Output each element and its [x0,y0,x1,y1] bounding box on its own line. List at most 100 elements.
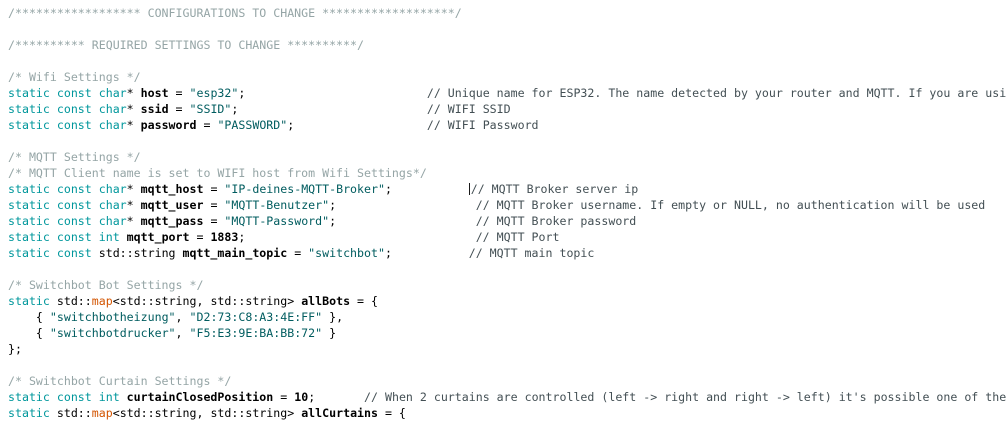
code-text: std:: [49,294,92,308]
keyword: static const char [8,214,127,228]
line-comment: // MQTT Broker password [475,214,637,228]
code-text: = [203,214,225,228]
code-line: /* Switchbot Curtain Settings */ [8,373,1007,389]
code-text: ; [287,118,295,132]
string-literal: "PASSWORD" [217,118,288,132]
code-line: static const char* password = "PASSWORD"… [8,117,1007,133]
spacing [336,214,476,228]
spacing [8,326,36,340]
code-text: = [168,102,190,116]
line-comment: // MQTT Port [475,230,560,244]
identifier: allCurtains [301,406,378,420]
code-text: * [126,182,141,196]
code-text: ; [238,86,246,100]
string-literal: "MQTT-Password" [224,214,330,228]
identifier: ssid [140,102,169,116]
line-comment: // MQTT Broker username. If empty or NUL… [475,198,986,212]
code-text: std::string [91,246,183,260]
code-line: static const char* mqtt_host = "IP-deine… [8,181,1007,197]
code-text: , [175,326,190,340]
code-text: = { [350,294,378,308]
code-text: { [35,326,50,340]
string-literal: "D2:73:C8:A3:4E:FF" [189,310,323,324]
spacing [245,230,475,244]
code-line: /* MQTT Settings */ [8,149,1007,165]
keyword: static const char [8,198,127,212]
identifier: curtainClosedPosition [126,390,274,404]
code-text: * [126,118,141,132]
code-text: std:: [49,406,92,420]
identifier: mqtt_port [126,230,190,244]
keyword: static const char [8,118,127,132]
string-literal: "MQTT-Benutzer" [224,198,330,212]
code-text: * [126,198,141,212]
code-text: ; [384,246,392,260]
block-comment: /****************** CONFIGURATIONS TO CH… [8,6,462,20]
line-comment: // Unique name for ESP32. The name detec… [426,86,1007,100]
code-line: static const char* ssid = "SSID"; // WIF… [8,101,1007,117]
identifier: password [140,118,197,132]
identifier: mqtt_main_topic [182,246,288,260]
spacing [245,86,426,100]
string-literal: "esp32" [189,86,239,100]
string-literal: "switchbotdrucker" [49,326,176,340]
code-line: static const char* mqtt_pass = "MQTT-Pas… [8,213,1007,229]
code-line [8,21,1007,37]
block-comment: /* MQTT Settings */ [8,150,141,164]
identifier: allBots [301,294,351,308]
line-comment: // MQTT Broker server ip [470,182,639,196]
code-line [8,357,1007,373]
line-comment: // MQTT main topic [468,246,595,260]
code-text: = [196,118,218,132]
block-comment: /********** REQUIRED SETTINGS TO CHANGE … [8,38,364,52]
string-literal: "switchbotheizung" [49,310,176,324]
code-line: static std::map<std::string, std::string… [8,293,1007,309]
code-line: /* Switchbot Bot Settings */ [8,277,1007,293]
code-line: /* Wifi Settings */ [8,69,1007,85]
keyword: static [8,294,50,308]
spacing [392,246,469,260]
code-text [120,230,127,244]
identifier: host [140,86,169,100]
code-text: = [287,246,309,260]
spacing [238,102,426,116]
line-comment: // WIFI SSID [426,102,511,116]
keyword: static const [8,246,92,260]
code-text: ; [308,390,316,404]
block-comment: /* MQTT Client name is set to WIFI host … [8,166,427,180]
keyword: static [8,406,50,420]
code-text: = { [377,406,406,420]
code-text: , [175,310,190,324]
code-text [120,390,127,404]
code-line: static std::map<std::string, std::string… [8,405,1007,421]
code-line: /********** REQUIRED SETTINGS TO CHANGE … [8,37,1007,53]
code-text: ; [238,230,246,244]
spacing [336,198,476,212]
code-line: /* MQTT Client name is set to WIFI host … [8,165,1007,181]
code-text: } [322,326,337,340]
code-text: <std::string, std::string> [112,294,302,308]
string-literal: "F5:E3:9E:BA:BB:72" [189,326,323,340]
keyword: static const int [8,230,120,244]
spacing [315,390,364,404]
string-literal: "IP-deines-MQTT-Broker" [224,182,385,196]
code-line: { "switchbotdrucker", "F5:E3:9E:BA:BB:72… [8,325,1007,341]
code-line: static const char* mqtt_user = "MQTT-Ben… [8,197,1007,213]
code-line: }; [8,341,1007,357]
code-line: static const int curtainClosedPosition =… [8,389,1007,405]
code-text: = [273,390,295,404]
string-literal: "SSID" [189,102,232,116]
code-text: <std::string, std::string> [112,406,302,420]
code-text: * [126,214,141,228]
code-text: * [126,86,141,100]
type-keyword: map [91,294,113,308]
keyword: static const char [8,86,127,100]
code-text: ; [384,182,392,196]
identifier: 10 [294,390,309,404]
code-line [8,53,1007,69]
code-text: }; [8,342,22,356]
text-cursor [468,183,471,195]
code-line: static const int mqtt_port = 1883; // MQ… [8,229,1007,245]
block-comment: /* Switchbot Curtain Settings */ [8,374,232,388]
